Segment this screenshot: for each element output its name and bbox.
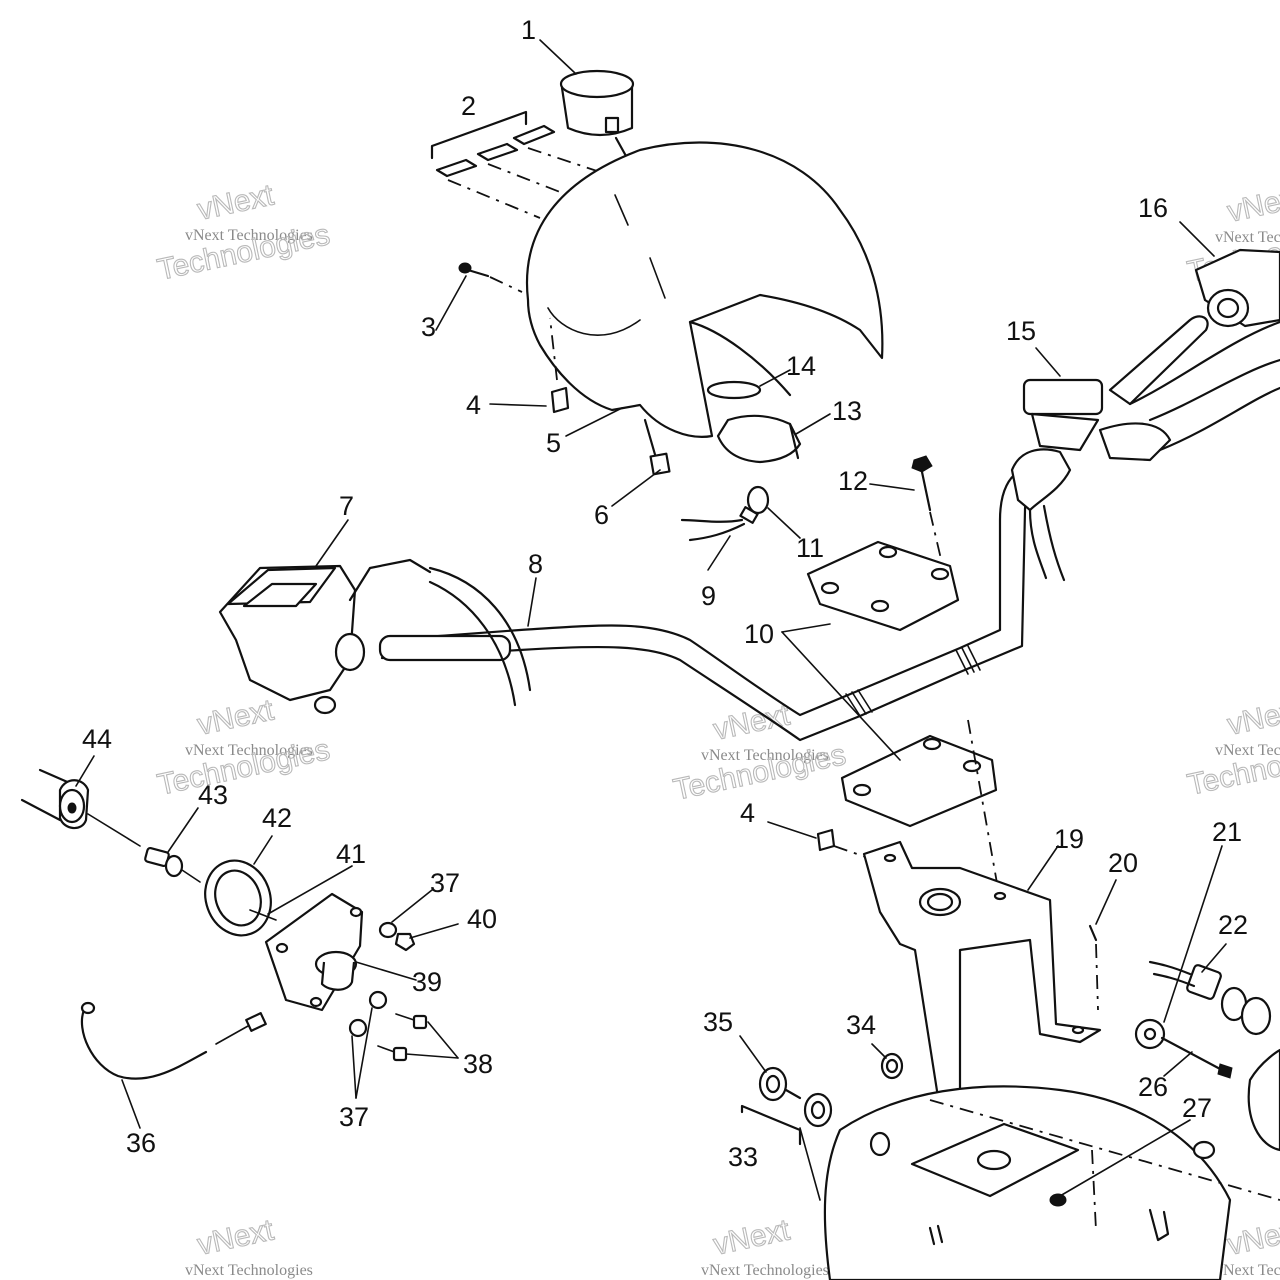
- label-part-34: 34: [846, 1010, 876, 1040]
- label-part-14: 14: [786, 351, 816, 381]
- part-4-clip-upper: [549, 317, 570, 414]
- label-part-44: 44: [82, 724, 112, 754]
- watermark: vNext vNext Technologies Technologies: [154, 693, 333, 802]
- watermark-line: vNext Technologies: [1215, 742, 1280, 759]
- watermark-word-vnext: vNext: [711, 698, 794, 746]
- part-11-bulb: [739, 485, 770, 524]
- label-part-10: 10: [744, 619, 774, 649]
- watermark-word-vnext: vNext: [195, 1213, 278, 1261]
- label-part-4: 4: [466, 390, 481, 420]
- part-14-ring: [706, 380, 762, 400]
- part-5-pod-cover: [525, 141, 884, 460]
- label-part-36: 36: [126, 1128, 156, 1158]
- label-part-26: 26: [1138, 1072, 1168, 1102]
- part-44-grip-end: [20, 768, 90, 830]
- part-34-grommet: [880, 1052, 904, 1080]
- label-part-33: 33: [728, 1142, 758, 1172]
- part-10-upper-clamp: [806, 540, 960, 632]
- watermark-word-vnext: vNext: [1225, 693, 1280, 741]
- part-26-bolt: [1160, 1036, 1233, 1079]
- part-6-connector: [649, 452, 671, 476]
- watermark-word-vnext: vNext: [195, 693, 278, 741]
- label-part-1: 1: [521, 15, 536, 45]
- part-10-lower-clamp: [840, 734, 998, 828]
- label-part-6: 6: [594, 500, 609, 530]
- part-7-left-master-cylinder: [218, 558, 532, 715]
- part-16-switch: [1194, 248, 1280, 328]
- label-part-16: 16: [1138, 193, 1168, 223]
- part-2-indicator-lenses: [430, 110, 601, 219]
- part-36-cable: [80, 1001, 267, 1080]
- watermark: vNext vNext Technologies Technologies: [1184, 693, 1280, 802]
- label-part-27: 27: [1182, 1093, 1212, 1123]
- label-part-41: 41: [336, 839, 366, 869]
- label-part-43: 43: [198, 780, 228, 810]
- headlight-housing: [823, 1085, 1280, 1280]
- watermark: vNext vNext Technologies Technologies: [154, 178, 333, 287]
- label-part-37-upper: 37: [430, 868, 460, 898]
- watermark-line: vNext Technologies: [1215, 1262, 1280, 1279]
- part-1-gauge: [559, 69, 635, 158]
- watermark-line: vNext Technologies: [185, 742, 313, 759]
- label-part-5: 5: [546, 428, 561, 458]
- part-21-gear: [1134, 1018, 1166, 1050]
- right-grip: [1108, 315, 1280, 452]
- watermark-word-vnext: vNext: [1225, 1213, 1280, 1261]
- label-part-11: 11: [796, 533, 824, 563]
- watermark-line: vNext Technologies: [185, 227, 313, 244]
- part-number-labels: 1 2 3 4 5 6 7 8 9 10 11 12 13 14 15 16 4…: [82, 15, 1248, 1172]
- watermark-line: vNext Technologies: [185, 1262, 313, 1279]
- part-42-seal: [204, 859, 272, 937]
- part-9-wire: [680, 518, 746, 542]
- part-19-bracket: [862, 840, 1102, 1114]
- watermark-word-vnext: vNext: [1225, 180, 1280, 228]
- watermark-word-vnext: vNext: [195, 178, 278, 226]
- watermark-line: vNext Technologies: [1215, 229, 1280, 246]
- part-43-bolt: [144, 846, 201, 883]
- leader-lines: [75, 39, 1227, 1201]
- part-8-handlebar: [378, 468, 1042, 742]
- label-part-38: 38: [463, 1049, 493, 1079]
- part-22-socket: [1148, 960, 1272, 1036]
- label-part-3: 3: [421, 312, 436, 342]
- label-part-15: 15: [1006, 316, 1036, 346]
- watermark: vNext vNext Technologies: [701, 1213, 829, 1279]
- label-part-19: 19: [1054, 824, 1084, 854]
- part-40-nut: [378, 921, 416, 952]
- part-41-switch-plate: [249, 892, 364, 1012]
- part-20-screw: [1088, 924, 1099, 1011]
- label-part-42: 42: [262, 803, 292, 833]
- label-part-12: 12: [838, 466, 868, 496]
- label-part-4-lower: 4: [740, 798, 755, 828]
- label-part-2: 2: [461, 91, 476, 121]
- part-15-right-master-cylinder: [1010, 378, 1172, 582]
- label-part-35: 35: [703, 1007, 733, 1037]
- watermark-line: vNext Technologies: [701, 747, 829, 764]
- label-part-20: 20: [1108, 848, 1138, 878]
- watermark-word-vnext: vNext: [711, 1213, 794, 1261]
- label-part-22: 22: [1218, 910, 1248, 940]
- part-33-washer: [740, 1092, 833, 1146]
- part-3-screw: [458, 262, 523, 293]
- label-part-21: 21: [1212, 817, 1242, 847]
- label-part-13: 13: [832, 396, 862, 426]
- label-part-40: 40: [467, 904, 497, 934]
- watermark: vNext vNext Technologies Technologies: [670, 698, 849, 807]
- part-35-knob: [758, 1066, 802, 1102]
- label-part-8: 8: [528, 549, 543, 579]
- label-part-37-lower: 37: [339, 1102, 369, 1132]
- watermark-line: vNext Technologies: [701, 1262, 829, 1279]
- part-13-retainer: [716, 414, 802, 464]
- part-12-bolt: [911, 455, 945, 573]
- part-38-screws: [348, 990, 428, 1062]
- label-part-7: 7: [339, 491, 354, 521]
- label-part-9: 9: [701, 581, 716, 611]
- part-27-grommet: [1049, 1193, 1067, 1207]
- label-part-39: 39: [412, 967, 442, 997]
- watermark: vNext vNext Technologies: [185, 1213, 313, 1279]
